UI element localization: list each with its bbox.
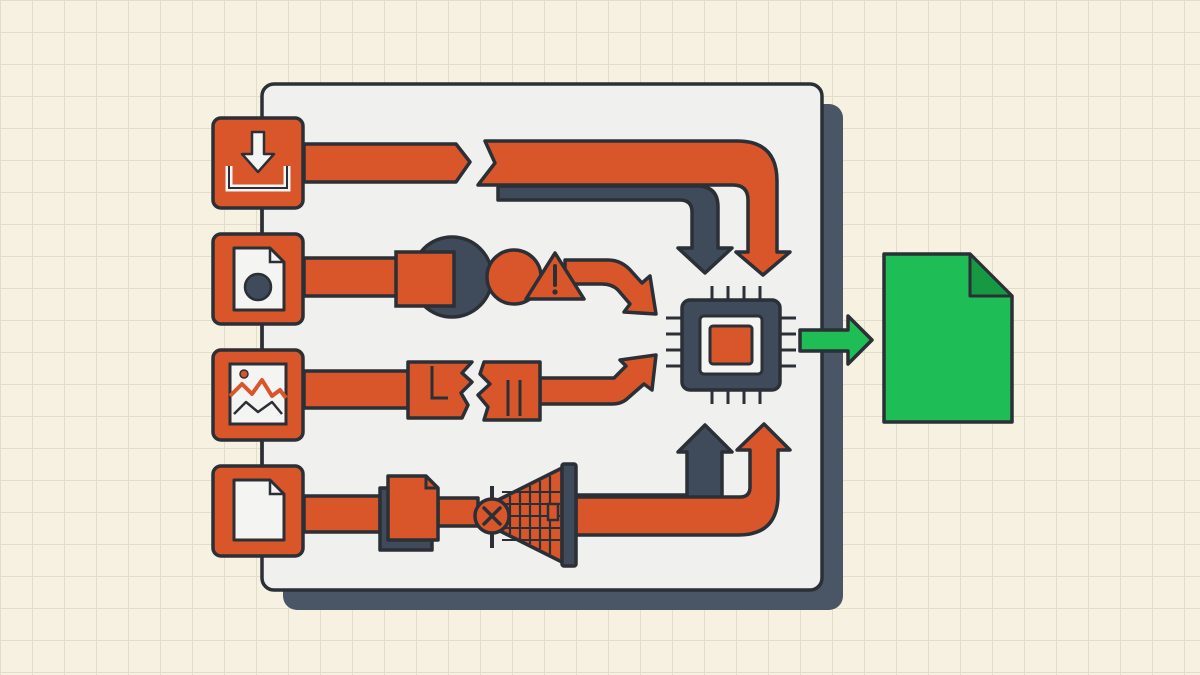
blank-fold — [268, 480, 284, 496]
chip-core — [708, 324, 754, 366]
doc-front-fold — [424, 476, 438, 490]
pipe-4-end — [574, 422, 792, 537]
image-mountain — [233, 400, 283, 415]
output-section — [882, 252, 1014, 424]
obstacle-blocked-valve-warning — [394, 235, 586, 319]
torn-left — [406, 360, 474, 420]
output-document-icon — [882, 252, 1014, 424]
output-arrow — [798, 314, 874, 366]
pipe-1-shadow — [496, 184, 734, 275]
blank-page — [232, 478, 286, 542]
filter-plate — [560, 462, 578, 568]
doc-circle — [243, 272, 273, 302]
pipe-2-start — [302, 256, 400, 298]
filter-latch — [546, 502, 560, 522]
pipe-4-mid — [436, 496, 480, 528]
image-sun — [239, 369, 249, 379]
input-sources — [211, 116, 305, 558]
down-arrow — [240, 130, 276, 174]
torn-right-mark — [506, 380, 522, 416]
download-icon — [225, 130, 291, 192]
pipe-obstacles — [378, 235, 586, 568]
warning-dot — [552, 289, 558, 295]
processor-chip — [666, 286, 796, 404]
image-frame — [228, 362, 288, 426]
input-box-3 — [211, 348, 305, 442]
pipe-1-right — [476, 139, 792, 277]
torn-left-mark — [430, 366, 448, 400]
pipes — [302, 139, 874, 537]
doc-front — [386, 474, 440, 542]
blank-document-icon — [232, 478, 286, 542]
circle-document-icon — [232, 246, 286, 312]
image-crack — [228, 378, 288, 400]
x-valve-mark — [482, 506, 502, 526]
pipe-1-left — [302, 142, 472, 184]
obstacle-torn-segment — [406, 360, 542, 422]
cpu-chip-icon — [666, 286, 796, 404]
tray-outline — [228, 166, 288, 189]
input-box-4 — [211, 464, 305, 558]
pipe-3-start — [302, 369, 410, 410]
input-box-1 — [211, 116, 305, 210]
filter-mesh — [502, 476, 560, 554]
obstacle-clog-filter — [378, 462, 578, 568]
output-fold — [968, 252, 1014, 298]
pipe-3-end — [538, 353, 658, 406]
doc-fold — [268, 248, 284, 264]
input-box-2 — [211, 232, 305, 326]
valve-block — [394, 250, 456, 308]
pipe-4-start — [302, 494, 382, 534]
pipe-2-end — [563, 258, 658, 316]
broken-image-icon — [228, 362, 288, 426]
